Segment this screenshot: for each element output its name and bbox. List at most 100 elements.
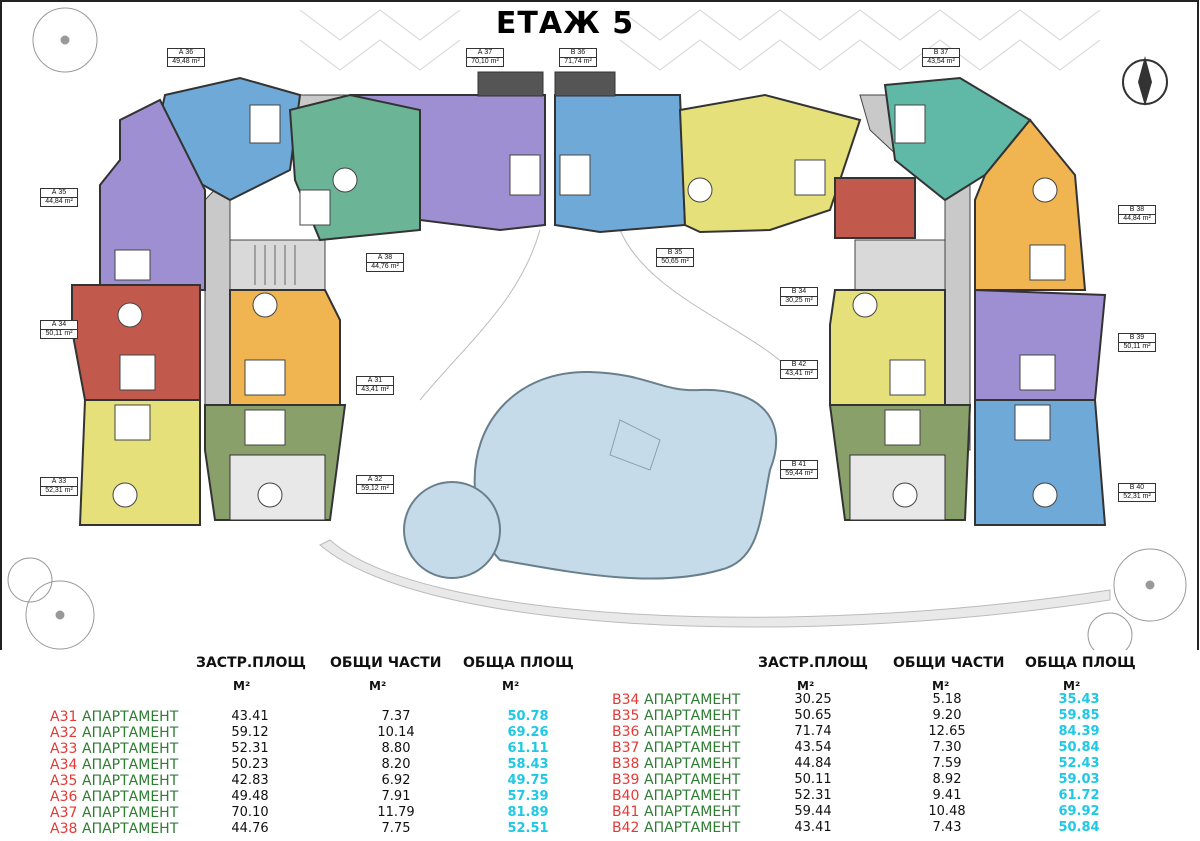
- sheet-border: [0, 0, 1199, 650]
- apartment-label: АПАРТАМЕНТ: [644, 692, 741, 708]
- total-area: 50.84: [1058, 820, 1100, 835]
- total-area: 69.26: [507, 725, 549, 740]
- total-area: 84.39: [1058, 724, 1100, 739]
- built-area: 49.48: [231, 789, 269, 804]
- apartment-b36: [554, 94, 687, 234]
- total-area: 50.78: [507, 709, 549, 724]
- apartment-code: В36: [612, 724, 640, 740]
- apartment-label: АПАРТАМЕНТ: [82, 821, 179, 837]
- header-left-common: ОБЩИ ЧАСТИ: [330, 655, 442, 671]
- apartment-code: В39: [612, 772, 640, 788]
- total-area: 52.43: [1058, 756, 1100, 771]
- apartment-code: В34: [612, 692, 640, 708]
- built-area: 71.74: [794, 724, 832, 739]
- common-area: 10.14: [377, 725, 415, 740]
- built-area: 43.41: [231, 709, 269, 724]
- built-area: 50.65: [794, 708, 832, 723]
- total-area: 61.72: [1058, 788, 1100, 803]
- unit-left-common: М²: [369, 679, 387, 693]
- apartment-label: АПАРТАМЕНТ: [644, 724, 741, 740]
- apartment-label: АПАРТАМЕНТ: [644, 708, 741, 724]
- apartment-code: В35: [612, 708, 640, 724]
- built-area: 59.44: [794, 804, 832, 819]
- common-area: 11.79: [377, 805, 415, 820]
- unit-left-built: М²: [233, 679, 251, 693]
- ground-hatch: [299, 9, 1101, 71]
- apartment-b34: [834, 177, 916, 239]
- total-area: 61.11: [507, 741, 549, 756]
- apartment-a37: [349, 94, 546, 232]
- total-area: 58.43: [507, 757, 549, 772]
- apartment-code: А38: [50, 821, 78, 837]
- built-area: 50.11: [794, 772, 832, 787]
- built-area: 52.31: [231, 741, 269, 756]
- header-left-built: ЗАСТР.ПЛОЩ: [196, 655, 306, 671]
- total-area: 50.84: [1058, 740, 1100, 755]
- common-area: 7.37: [381, 709, 411, 724]
- common-area: 6.92: [381, 773, 411, 788]
- total-area: 59.03: [1058, 772, 1100, 787]
- apartment-a33: [78, 399, 201, 526]
- apartment-code: В41: [612, 804, 640, 820]
- apartment-code: А32: [50, 725, 78, 741]
- header-right-common: ОБЩИ ЧАСТИ: [893, 655, 1005, 671]
- common-area: 7.59: [932, 756, 962, 771]
- common-area: 10.48: [928, 804, 966, 819]
- apartment-label: АПАРТАМЕНТ: [82, 725, 179, 741]
- common-area: 9.20: [932, 708, 962, 723]
- total-area: 35.43: [1058, 692, 1100, 707]
- built-area: 70.10: [231, 805, 269, 820]
- unit-right-total: М²: [1063, 679, 1081, 693]
- apartment-code: А33: [50, 741, 78, 757]
- built-area: 44.84: [794, 756, 832, 771]
- apartment-label: АПАРТАМЕНТ: [644, 756, 741, 772]
- unit-right-common: М²: [932, 679, 950, 693]
- apartment-code: А37: [50, 805, 78, 821]
- courtyard-path: [319, 539, 1111, 628]
- total-area: 69.92: [1058, 804, 1100, 819]
- built-area: 52.31: [794, 788, 832, 803]
- page-title: ЕТАЖ 5: [495, 6, 635, 41]
- apartment-code: А31: [50, 709, 78, 725]
- common-area: 8.92: [932, 772, 962, 787]
- apartment-b40: [974, 399, 1107, 526]
- apartment-label: АПАРТАМЕНТ: [82, 741, 179, 757]
- apartment-label: АПАРТАМЕНТ: [644, 820, 741, 836]
- total-area: 57.39: [507, 789, 549, 804]
- apartment-label: АПАРТАМЕНТ: [644, 804, 741, 820]
- common-area: 5.18: [932, 692, 962, 707]
- total-area: 52.51: [507, 821, 549, 836]
- apartment-b35: [678, 93, 862, 234]
- common-area: 7.75: [381, 821, 411, 836]
- apartment-label: АПАРТАМЕНТ: [82, 789, 179, 805]
- apartment-label: АПАРТАМЕНТ: [82, 757, 179, 773]
- header-left-total: ОБЩА ПЛОЩ: [463, 655, 574, 671]
- furniture: [112, 104, 1066, 508]
- unit-left-total: М²: [502, 679, 520, 693]
- apartment-label: АПАРТАМЕНТ: [644, 772, 741, 788]
- common-area: 8.20: [381, 757, 411, 772]
- swimming-pool: [403, 370, 778, 580]
- trees: [7, 7, 1187, 650]
- built-area: 30.25: [794, 692, 832, 707]
- common-area: 12.65: [928, 724, 966, 739]
- apartment-label: АПАРТАМЕНТ: [644, 788, 741, 804]
- apartment-code: А35: [50, 773, 78, 789]
- common-area: 8.80: [381, 741, 411, 756]
- built-area: 44.76: [231, 821, 269, 836]
- apartment-b42: [829, 289, 946, 406]
